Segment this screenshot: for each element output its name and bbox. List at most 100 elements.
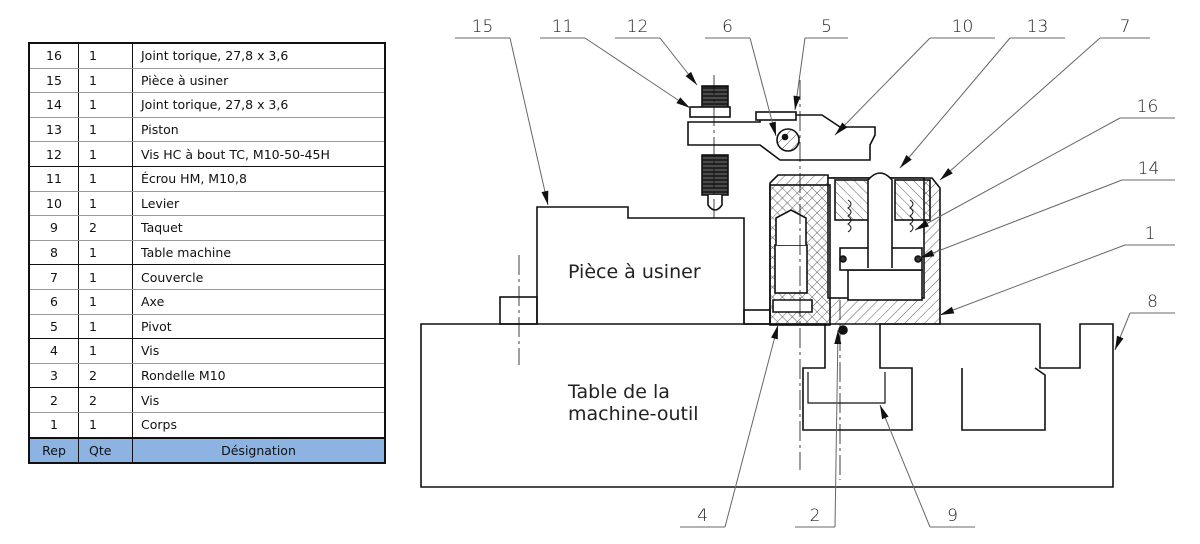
- callout-14: 14: [919, 159, 1175, 259]
- cell-designation: Axe: [132, 289, 386, 315]
- cell-qte: 1: [78, 264, 133, 290]
- cell-designation: Table machine: [132, 240, 386, 266]
- callout-13: 13: [899, 17, 1065, 169]
- callout-number: 8: [1147, 292, 1158, 312]
- cell-qte: 2: [78, 215, 133, 241]
- callout-16: 16: [914, 97, 1175, 231]
- cell-qte: 1: [78, 412, 133, 439]
- callout-7: 7: [939, 17, 1150, 181]
- cell-qte: 1: [78, 43, 133, 69]
- cell-qte: 1: [78, 191, 133, 217]
- arrowhead-icon: [940, 168, 953, 180]
- cell-qte: 1: [78, 314, 133, 340]
- cell-rep: 16: [28, 43, 79, 69]
- arrowhead-icon: [676, 97, 690, 108]
- callout-number: 2: [810, 506, 821, 526]
- cell-designation: Piston: [132, 117, 386, 143]
- cell-rep: 10: [28, 191, 79, 217]
- table-label-line2: machine-outil: [568, 403, 699, 425]
- header-qte: Qte: [78, 436, 133, 464]
- arrowhead-icon: [541, 190, 549, 205]
- arrowhead-icon: [920, 249, 935, 258]
- callout-2: 2: [795, 329, 842, 528]
- callout-number: 13: [1027, 17, 1049, 37]
- arrowhead-icon: [880, 405, 889, 420]
- callout-number: 1: [1145, 224, 1156, 244]
- cell-qte: 1: [78, 117, 133, 143]
- cell-qte: 1: [78, 92, 133, 118]
- table-label-line1: Table de la: [567, 381, 670, 403]
- arrowhead-icon: [793, 95, 801, 110]
- arrowhead-icon: [900, 155, 912, 168]
- callout-number: 12: [627, 17, 649, 37]
- cell-designation: Levier: [132, 191, 386, 217]
- cell-designation: Vis: [132, 338, 386, 364]
- callout-number: 11: [552, 17, 574, 37]
- cell-qte: 2: [78, 387, 133, 413]
- cell-qte: 1: [78, 68, 133, 94]
- callout-number: 9: [947, 506, 958, 526]
- cell-qte: 2: [78, 363, 133, 389]
- cell-qte: 1: [78, 240, 133, 266]
- cell-designation: Joint torique, 27,8 x 3,6: [132, 92, 386, 118]
- callout-15: 15: [455, 17, 549, 206]
- cell-rep: 14: [28, 92, 79, 118]
- arrowhead-icon: [769, 121, 776, 136]
- cell-designation: Vis: [132, 387, 386, 413]
- callout-10: 10: [834, 17, 995, 136]
- callout-number: 14: [1138, 159, 1160, 179]
- cell-rep: 11: [28, 166, 79, 192]
- callout-6: 6: [705, 17, 777, 137]
- callout-number: 5: [821, 17, 832, 37]
- arrowhead-icon: [1115, 335, 1124, 350]
- cell-rep: 4: [28, 338, 79, 364]
- cell-rep: 9: [28, 215, 79, 241]
- cell-qte: 1: [78, 289, 133, 315]
- machine-table: [420, 323, 1114, 488]
- cell-rep: 7: [28, 264, 79, 290]
- arrowhead-icon: [835, 122, 848, 135]
- callout-number: 7: [1120, 17, 1131, 37]
- cell-qte: 1: [78, 166, 133, 192]
- header-rep: Rep: [28, 436, 79, 464]
- callout-11: 11: [540, 17, 691, 109]
- cell-designation: Rondelle M10: [132, 363, 386, 389]
- workpiece-label: Pièce à usiner: [568, 261, 701, 283]
- callout-number: 6: [722, 17, 733, 37]
- callout-12: 12: [615, 17, 698, 86]
- callout-5: 5: [793, 17, 848, 111]
- workpiece: [536, 206, 745, 324]
- cell-designation: Couvercle: [132, 264, 386, 290]
- cell-designation: Joint torique, 27,8 x 3,6: [132, 43, 386, 69]
- callout-4: 4: [680, 324, 779, 528]
- cell-designation: Corps: [132, 412, 386, 439]
- arrowhead-icon: [915, 220, 929, 230]
- callout-number: 10: [952, 17, 974, 37]
- arrowhead-icon: [834, 330, 842, 345]
- cell-rep: 13: [28, 117, 79, 143]
- cell-rep: 2: [28, 387, 79, 413]
- cell-qte: 1: [78, 338, 133, 364]
- callout-number: 16: [1137, 97, 1159, 117]
- arrowhead-icon: [771, 325, 778, 340]
- callout-number: 15: [472, 17, 494, 37]
- callout-8: 8: [1114, 292, 1175, 351]
- cell-designation: Taquet: [132, 215, 386, 241]
